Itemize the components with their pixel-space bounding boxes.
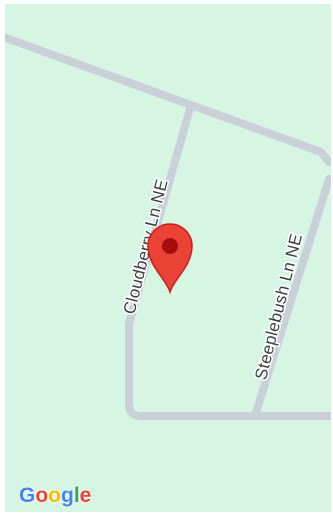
map-canvas[interactable]: Cloudberry Ln NE Steeplebush Ln NE Googl… (5, 4, 331, 512)
google-logo-letter: o (35, 484, 49, 507)
road-label-steeplebush: Steeplebush Ln NE (251, 232, 306, 382)
road-steeplebush-ln (251, 175, 331, 420)
road-diagonal-north (5, 33, 331, 166)
google-logo: Google (19, 484, 91, 508)
road-cloudberry-ln (125, 101, 331, 420)
google-logo-letter: l (73, 484, 80, 507)
map-pin-icon[interactable] (147, 223, 193, 295)
google-logo-letter: o (48, 484, 61, 507)
google-logo-letter: g (61, 484, 74, 507)
google-logo-letter: e (79, 484, 92, 507)
map-layer: Cloudberry Ln NE Steeplebush Ln NE (5, 33, 331, 420)
google-logo-letter: G (19, 484, 36, 507)
